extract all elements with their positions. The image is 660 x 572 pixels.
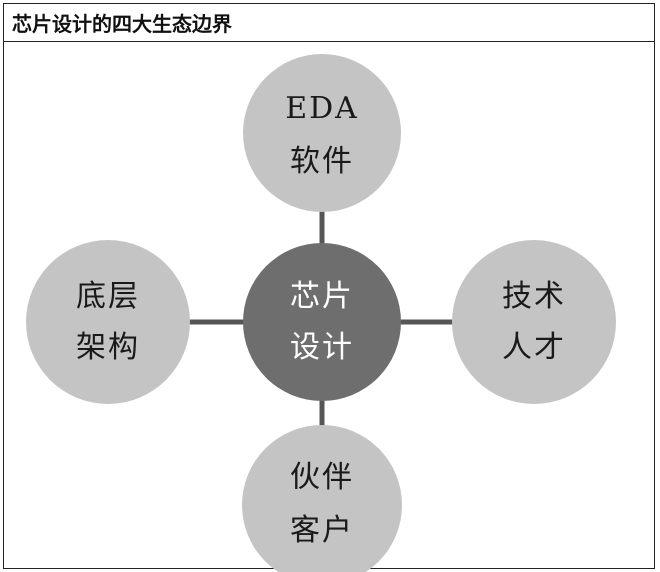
node-technical-talent-line2: 人才 <box>502 330 566 365</box>
node-eda-software-circle <box>243 54 401 212</box>
node-underlying-architecture-line2: 架构 <box>76 330 140 365</box>
node-eda-software: EDA 软件 <box>243 54 401 212</box>
node-partner-customer-line2: 客户 <box>290 513 354 548</box>
node-chip-design: 芯片 设计 <box>243 243 401 401</box>
title-bar: 芯片设计的四大生态边界 <box>4 4 654 42</box>
node-chip-design-line2: 设计 <box>290 330 354 365</box>
node-chip-design-circle <box>243 243 401 401</box>
node-technical-talent: 技术 人才 <box>452 240 616 404</box>
node-partner-customer: 伙伴 客户 <box>242 425 402 572</box>
node-underlying-architecture-line1: 底层 <box>76 279 140 314</box>
node-eda-software-line2: 软件 <box>290 144 354 179</box>
node-chip-design-line1: 芯片 <box>290 279 354 314</box>
node-partner-customer-circle <box>242 425 402 572</box>
node-underlying-architecture: 底层 架构 <box>26 240 190 404</box>
diagram-title: 芯片设计的四大生态边界 <box>12 12 232 36</box>
node-underlying-architecture-circle <box>26 240 190 404</box>
node-partner-customer-line1: 伙伴 <box>290 460 354 495</box>
node-eda-software-line1: EDA <box>285 91 359 126</box>
node-technical-talent-line1: 技术 <box>502 279 566 314</box>
node-technical-talent-circle <box>452 240 616 404</box>
